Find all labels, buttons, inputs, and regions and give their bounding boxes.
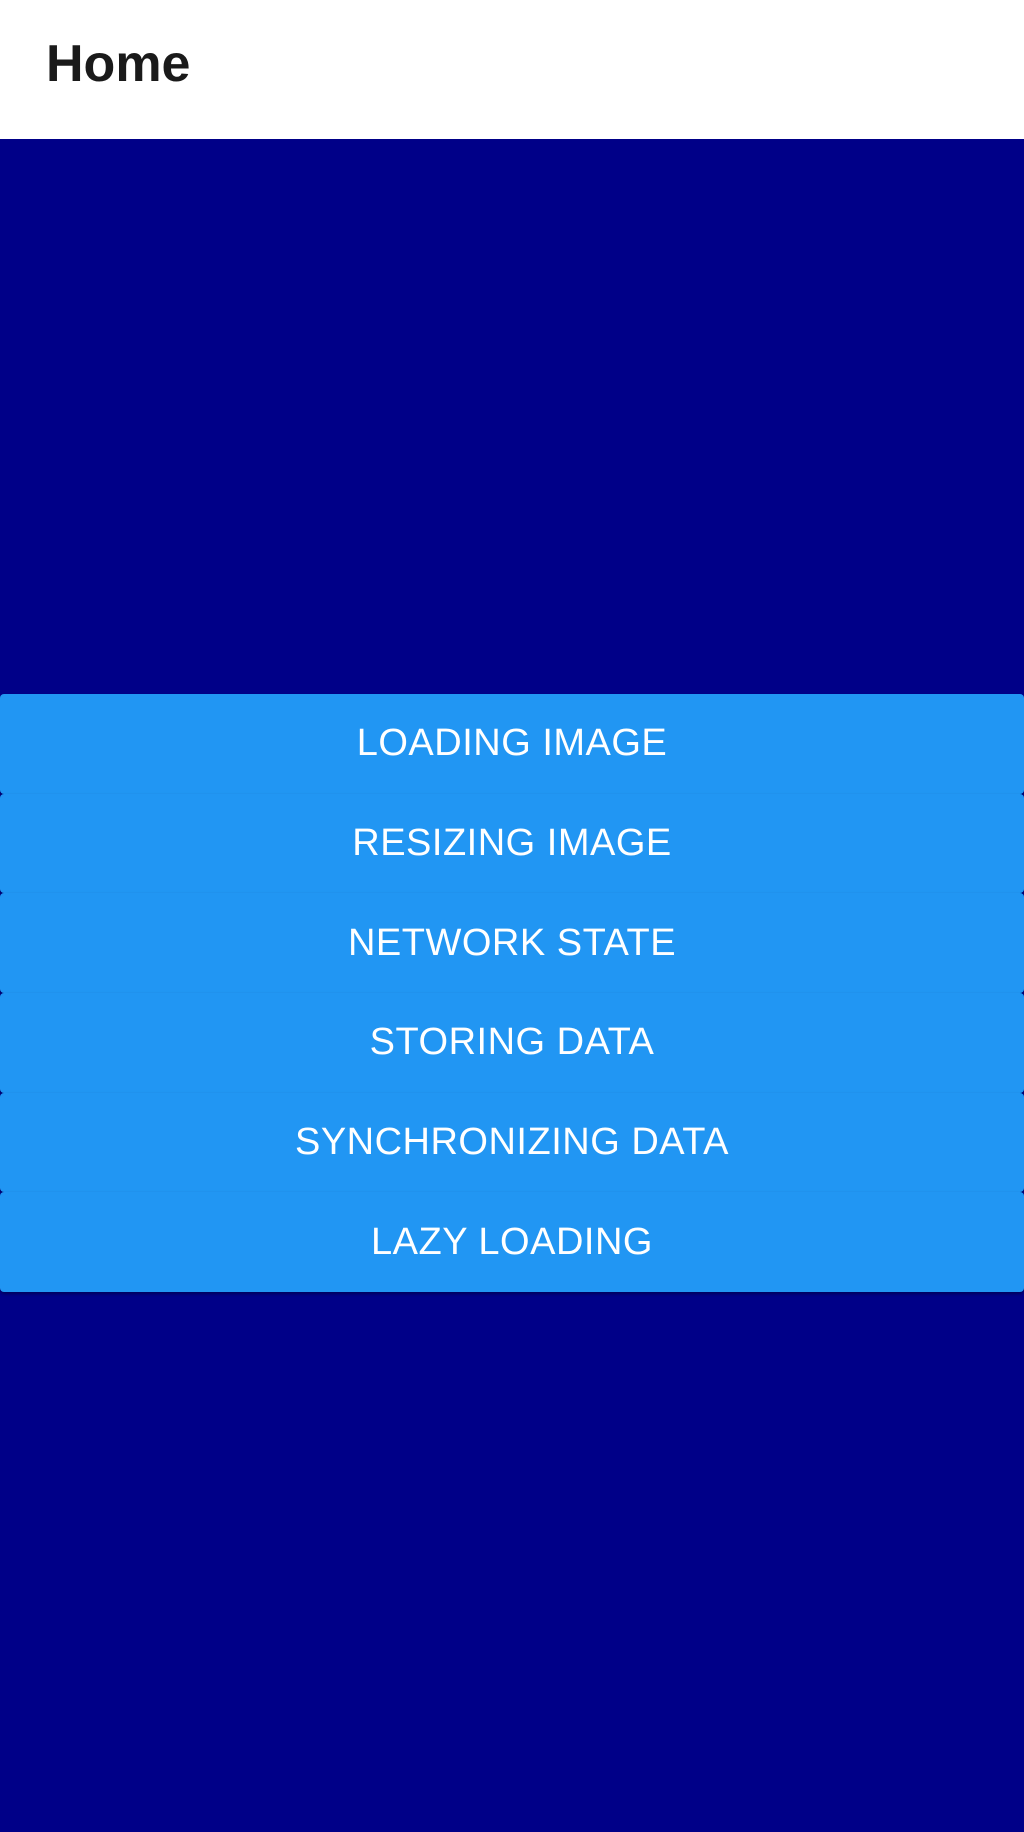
menu-button-list: LOADING IMAGE RESIZING IMAGE NETWORK STA…: [0, 694, 1024, 1292]
network-state-button[interactable]: NETWORK STATE: [0, 893, 1024, 993]
resizing-image-button[interactable]: RESIZING IMAGE: [0, 793, 1024, 894]
loading-image-button[interactable]: LOADING IMAGE: [0, 694, 1024, 794]
storing-data-button[interactable]: STORING DATA: [0, 992, 1024, 1093]
synchronizing-data-button[interactable]: SYNCHRONIZING DATA: [0, 1092, 1024, 1193]
lazy-loading-button[interactable]: LAZY LOADING: [0, 1192, 1024, 1292]
page-title: Home: [46, 34, 191, 93]
app-bar: Home: [0, 0, 1024, 139]
